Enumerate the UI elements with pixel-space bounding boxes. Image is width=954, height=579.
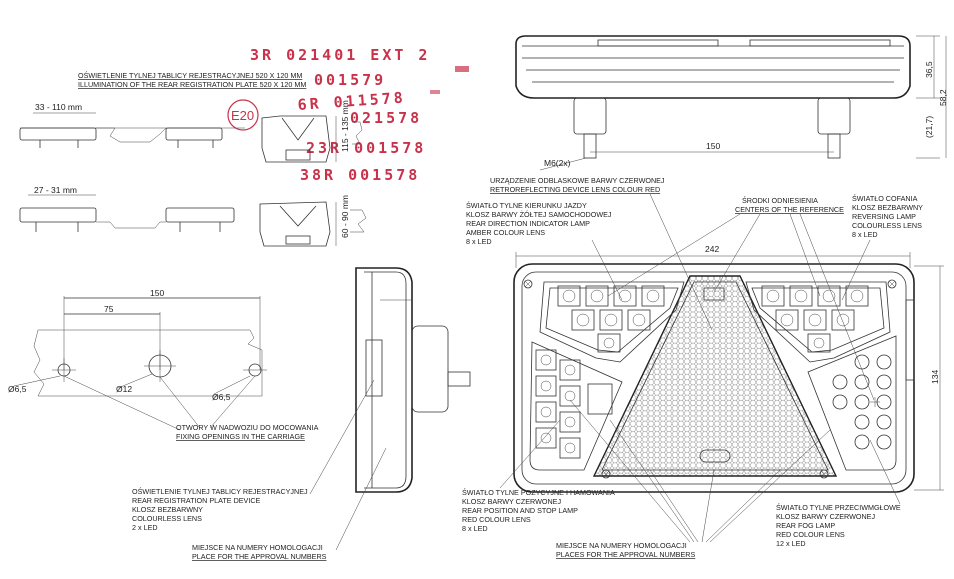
fog-lamp-housing bbox=[807, 335, 897, 471]
dim-33-110: 33 - 110 mm bbox=[35, 102, 82, 112]
dim-150-top: 150 bbox=[706, 141, 720, 151]
stamp-mark bbox=[430, 90, 440, 94]
e-mark: E20 bbox=[231, 108, 254, 123]
fog-line-1: ŚWIATŁO TYLNE PRZECIWMGŁOWE bbox=[776, 503, 901, 512]
dim-58-2: 58,2 bbox=[938, 89, 948, 106]
fog-line-4: RED COLOUR LENS bbox=[776, 530, 845, 539]
stamp-mark bbox=[455, 66, 469, 72]
direction-line-2: KLOSZ BARWY ŻÓŁTEJ SAMOCHODOWEJ bbox=[466, 210, 612, 219]
position-line-4: RED COLOUR LENS bbox=[462, 515, 531, 524]
fog-line-3: REAR FOG LAMP bbox=[776, 521, 835, 530]
dim-75: 75 bbox=[104, 304, 114, 314]
lamp-front-view: 242 134 bbox=[513, 244, 944, 493]
callouts-left: OŚWIETLENIE TYLNEJ TABLICY REJESTRACYJNE… bbox=[132, 379, 387, 561]
reversing-leds bbox=[761, 285, 869, 353]
position-line-2: KLOSZ BARWY CZERWONEJ bbox=[462, 497, 561, 506]
dim-60-90: 60 - 90 mm bbox=[340, 195, 350, 238]
plate-device-line-5: 2 x LED bbox=[132, 523, 158, 532]
indicator-housing bbox=[539, 281, 685, 363]
direction-line-1: ŚWIATŁO TYLNE KIERUNKU JAZDY bbox=[466, 201, 587, 210]
fixing-label-en: FIXING OPENINGS IN THE CARRIAGE bbox=[176, 432, 305, 441]
approval-stamps: 3R 021401 EXT 2 001579 6R 011578 021578 … bbox=[227, 46, 469, 184]
position-line-1: ŚWIATŁO TYLNE POZYCYJNE I HAMOWANIA bbox=[462, 488, 615, 497]
stamp-line-4: 021578 bbox=[350, 109, 422, 127]
reversing-line-2: KLOSZ BEZBARWNY bbox=[852, 203, 923, 212]
reflex-label-pl: URZĄDZENIE ODBLASKOWE BARWY CZERWONEJ bbox=[490, 176, 665, 185]
indicator-leds bbox=[557, 285, 665, 353]
plate-device-line-3: KLOSZ BEZBARWNY bbox=[132, 505, 203, 514]
dim-242: 242 bbox=[705, 244, 719, 254]
dim-134: 134 bbox=[930, 370, 940, 384]
dim-hole-12: Ø12 bbox=[116, 384, 132, 394]
approval-left-en: PLACE FOR THE APPROVAL NUMBERS bbox=[192, 552, 327, 561]
fog-lamp-leds bbox=[832, 354, 892, 450]
dim-m6: M6(2x) bbox=[544, 158, 571, 168]
reversing-line-5: 8 x LED bbox=[852, 230, 878, 239]
plate-device-line-4: COLOURLESS LENS bbox=[132, 514, 202, 523]
plate-device-line-2: REAR REGISTRATION PLATE DEVICE bbox=[132, 496, 261, 505]
reversing-line-4: COLOURLESS LENS bbox=[852, 221, 922, 230]
stamp-line-6: 38R 001578 bbox=[300, 166, 420, 184]
approval-left-pl: MIEJSCE NA NUMERY HOMOLOGACJI bbox=[192, 543, 323, 552]
callouts-right: URZĄDZENIE ODBLASKOWE BARWY CZERWONEJ RE… bbox=[462, 176, 923, 559]
dim-hole-6-5-right: Ø6,5 bbox=[212, 392, 231, 402]
stop-lamp-leds bbox=[535, 349, 613, 459]
e-mark-circle bbox=[227, 99, 259, 131]
plate-device-line-1: OŚWIETLENIE TYLNEJ TABLICY REJESTRACYJNE… bbox=[132, 487, 308, 496]
dim-150-holes: 150 bbox=[150, 288, 164, 298]
direction-line-5: 8 x LED bbox=[466, 237, 492, 246]
fixing-holes-drawing: 150 75 Ø6,5 Ø12 Ø6,5 OTWORY W NADWOZIU D… bbox=[8, 288, 319, 441]
stop-lamp-housing bbox=[529, 341, 623, 471]
fixing-label-pl: OTWORY W NADWOZIU DO MOCOWANIA bbox=[176, 423, 319, 432]
dim-36-5: 36,5 bbox=[924, 61, 934, 78]
stamp-line-1: 3R 021401 EXT 2 bbox=[250, 46, 430, 64]
position-line-3: REAR POSITION AND STOP LAMP bbox=[462, 506, 578, 515]
fog-line-5: 12 x LED bbox=[776, 539, 806, 548]
reversing-housing bbox=[745, 281, 891, 363]
stamp-line-2: 001579 bbox=[314, 71, 386, 89]
reflex-label-en: RETROREFLECTING DEVICE LENS COLOUR RED bbox=[490, 185, 660, 194]
centers-label-en: CENTERS OF THE REFERENCE bbox=[735, 205, 844, 214]
reversing-line-3: REVERSING LAMP bbox=[852, 212, 916, 221]
lamp-top-view: 150 M6(2x) 36,5 58,2 (21,7) bbox=[515, 35, 948, 171]
direction-line-4: AMBER COLOUR LENS bbox=[466, 228, 545, 237]
approval-mid-en: PLACES FOR THE APPROVAL NUMBERS bbox=[556, 550, 695, 559]
lamp-side-profile bbox=[355, 267, 471, 493]
plate-light-title-pl: OŚWIETLENIE TYLNEJ TABLICY REJESTRACYJNE… bbox=[78, 71, 302, 80]
centers-label-pl: ŚRODKI ODNIESIENIA bbox=[742, 196, 818, 205]
dim-27-31: 27 - 31 mm bbox=[34, 185, 77, 195]
stamp-line-5: 23R 001578 bbox=[306, 139, 426, 157]
dim-21-7: (21,7) bbox=[924, 116, 934, 138]
plate-light-title-en: ILLUMINATION OF THE REAR REGISTRATION PL… bbox=[78, 80, 306, 89]
dim-115-135: 115 - 135 mm bbox=[340, 100, 350, 152]
position-line-5: 8 x LED bbox=[462, 524, 488, 533]
plate-light-sketch: OŚWIETLENIE TYLNEJ TABLICY REJESTRACYJNE… bbox=[19, 71, 367, 247]
fog-line-2: KLOSZ BARWY CZERWONEJ bbox=[776, 512, 875, 521]
dim-hole-6-5-left: Ø6,5 bbox=[8, 384, 27, 394]
approval-mid-pl: MIEJSCE NA NUMERY HOMOLOGACJI bbox=[556, 541, 687, 550]
reversing-line-1: ŚWIATŁO COFANIA bbox=[852, 194, 918, 203]
direction-line-3: REAR DIRECTION INDICATOR LAMP bbox=[466, 219, 590, 228]
